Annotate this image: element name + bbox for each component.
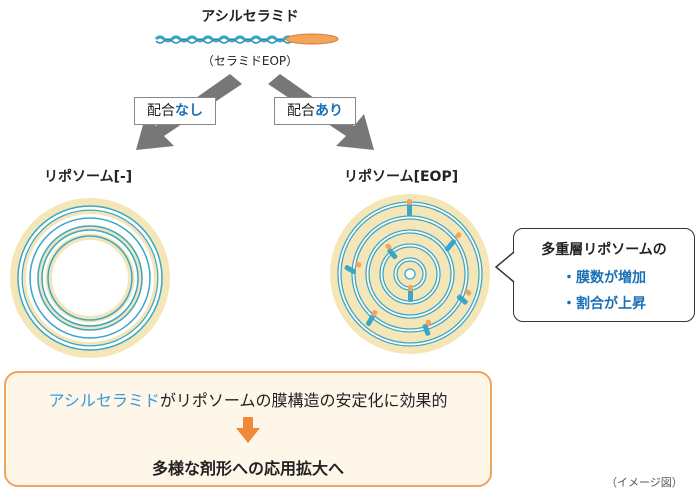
branch-right-prefix: 配合 xyxy=(287,103,315,119)
summary-box: アシルセラミドがリポソームの膜構造の安定化に効果的 多様な剤形への応用拡大へ xyxy=(4,371,492,487)
branch-label-right: 配合あり xyxy=(274,97,356,125)
summary-line-2: 多様な剤形への応用拡大へ xyxy=(151,459,344,478)
footnote: （イメージ図） xyxy=(606,476,683,489)
molecule-tail xyxy=(154,35,294,43)
eop-molecules xyxy=(344,199,472,336)
molecule-tail-2 xyxy=(155,38,293,44)
molecule-subtitle: （セラミドEOP） xyxy=(201,54,299,68)
branch-label-left: 配合なし xyxy=(134,97,216,125)
summary-line-1: アシルセラミドがリポソームの膜構造の安定化に効果的 xyxy=(6,387,490,411)
bubble-pointer xyxy=(494,251,515,283)
bubble-item-2: ・割合が上昇 xyxy=(562,296,646,312)
down-arrow-icon xyxy=(236,417,260,443)
branch-left-highlight: なし xyxy=(175,103,203,119)
branch-right-highlight: あり xyxy=(315,103,343,119)
molecule-head xyxy=(285,33,339,45)
molecule-title: アシルセラミド xyxy=(201,9,299,25)
summary-highlight: アシルセラミド xyxy=(48,391,160,410)
liposome-left-label: リポソーム[-] xyxy=(44,169,133,185)
bubble-item-1: ・膜数が増加 xyxy=(562,270,646,286)
bubble-title: 多重層リポソームの xyxy=(541,242,667,258)
summary-line-1-rest: がリポソームの膜構造の安定化に効果的 xyxy=(159,391,448,410)
liposome-right xyxy=(330,194,490,354)
liposome-left xyxy=(10,198,170,358)
branch-left-prefix: 配合 xyxy=(147,103,175,119)
liposome-right-label: リポソーム[EOP] xyxy=(344,169,459,185)
info-bubble: 多重層リポソームの ・膜数が増加 ・割合が上昇 xyxy=(513,228,695,322)
molecule-icon xyxy=(154,33,339,45)
